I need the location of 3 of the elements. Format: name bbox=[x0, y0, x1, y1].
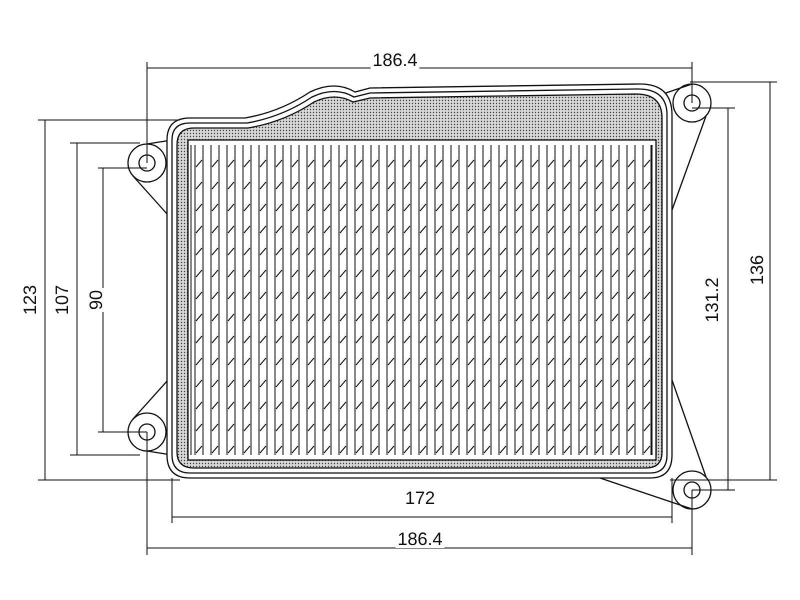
dimension-label: 186.4 bbox=[370, 51, 420, 69]
dimension-label: 186.4 bbox=[395, 530, 445, 548]
dimension-label: 90 bbox=[87, 288, 105, 312]
